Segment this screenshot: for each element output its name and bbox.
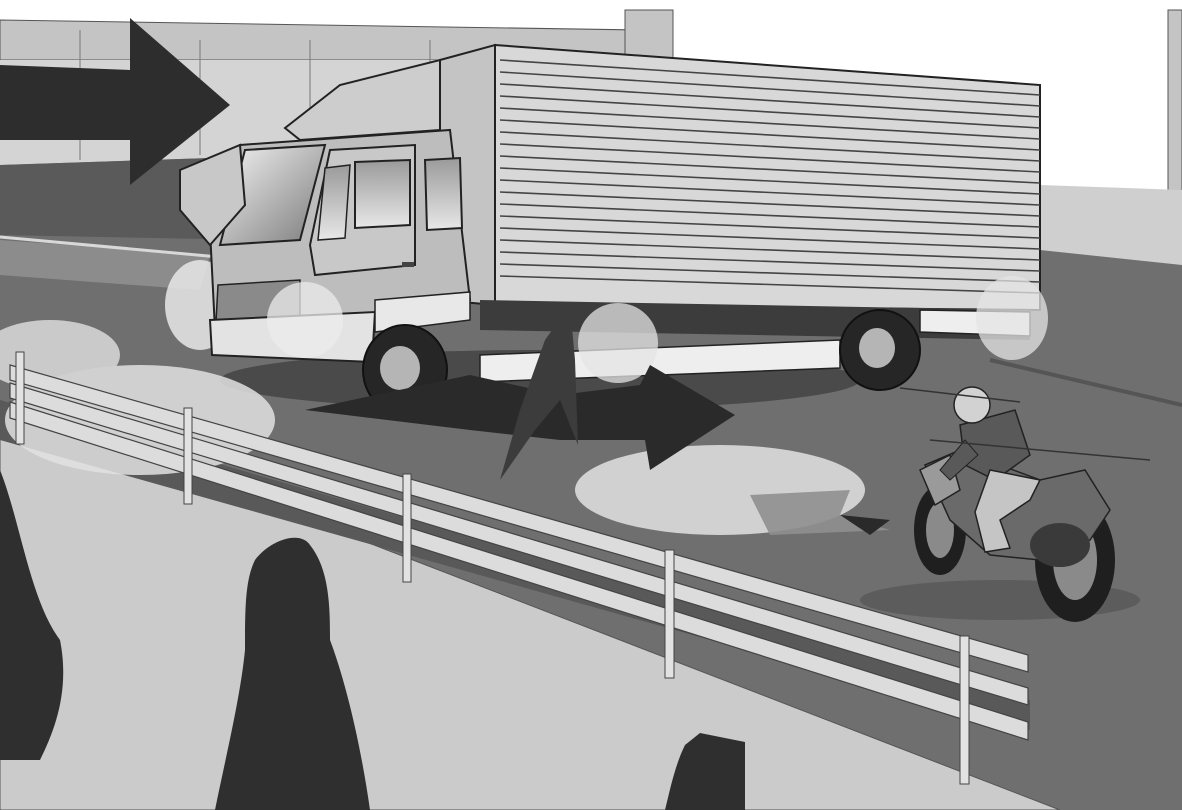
- rail-post-2: [184, 408, 192, 504]
- rail-post-3: [403, 474, 411, 582]
- rail-post-5: [960, 636, 969, 784]
- rider-helmet: [954, 387, 990, 423]
- door-window: [355, 160, 410, 228]
- side-window: [425, 158, 462, 230]
- rail-post-4: [665, 550, 674, 678]
- door-handle: [402, 262, 414, 267]
- rear-wheel: [840, 310, 920, 390]
- moto-tank: [1030, 523, 1090, 567]
- rail-post-1: [16, 352, 24, 444]
- cargo-box: [495, 45, 1040, 310]
